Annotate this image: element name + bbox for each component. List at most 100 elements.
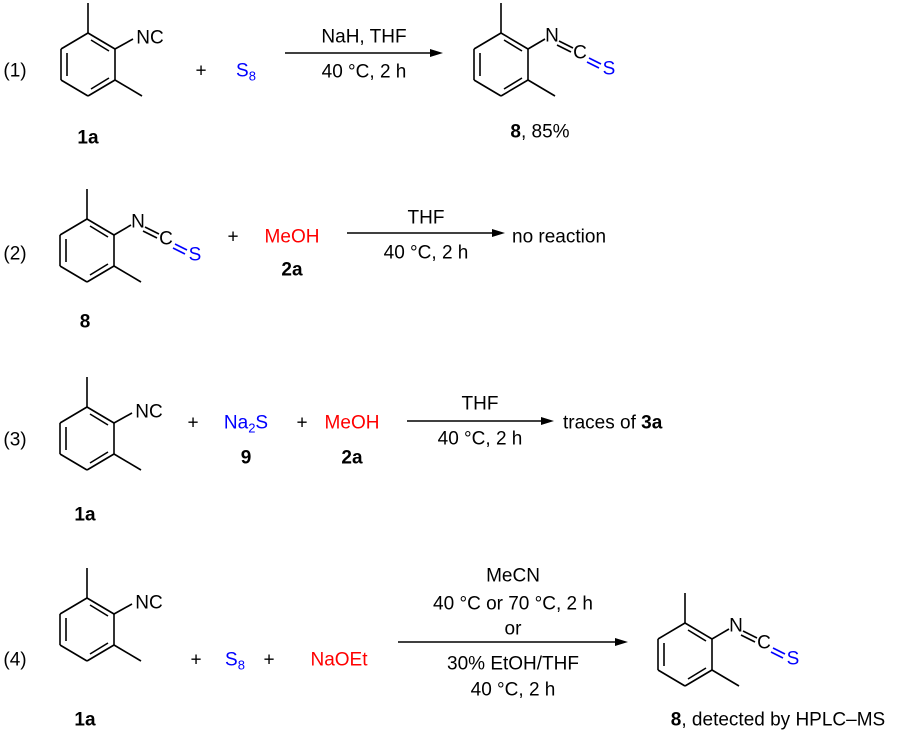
isothiocyanate-structure: NCS [59, 189, 202, 283]
condition-above: THF [407, 207, 445, 229]
n-c-double-bond [556, 44, 572, 53]
c-n-bond [113, 224, 132, 236]
ring-double-bond [503, 77, 523, 90]
c-n-bond [711, 628, 730, 640]
reaction-arrow [285, 49, 443, 57]
compound-label: 1a [74, 504, 96, 526]
arrow-head [430, 49, 443, 57]
reaction-number: (3) [3, 429, 27, 451]
c-n-bond [113, 412, 133, 424]
ring-bond [86, 265, 115, 283]
n-c-double-bond [142, 230, 158, 239]
ring-bond [500, 79, 529, 97]
reagent-meoh: MeOH [324, 412, 380, 434]
ring-double-bond [89, 642, 109, 655]
nc-group-label: NC [135, 402, 162, 423]
condition-above: THF [461, 393, 499, 415]
isocyanide-structure: NC [59, 568, 163, 662]
c-n-bond [527, 38, 546, 50]
condition-above: or [504, 618, 522, 640]
reaction-arrow [398, 638, 628, 646]
n-c-double-bond [742, 630, 758, 639]
c-atom-label: C [757, 633, 771, 654]
c-s-double-bond [174, 243, 188, 251]
reaction-number: (2) [3, 243, 27, 265]
compound-label: 2a [281, 259, 303, 281]
condition-below: 40 °C, 2 h [383, 242, 469, 264]
ring-bond [59, 265, 88, 283]
c-s-double-bond [770, 651, 784, 659]
nc-group-label: NC [136, 28, 163, 49]
n-atom-label: N [545, 26, 559, 47]
ring-bond [657, 669, 686, 687]
methyl-bond [113, 453, 142, 471]
c-atom-label: C [159, 229, 173, 250]
compound-label: 9 [240, 447, 252, 469]
product-label: 8, detected by HPLC–MS [670, 709, 886, 731]
ring-bond [500, 32, 529, 50]
ring-double-bond [89, 604, 109, 617]
c-s-double-bond [772, 647, 786, 655]
n-atom-label: N [131, 212, 145, 233]
isocyanide-structure: NC [60, 3, 164, 97]
reaction-number: (1) [3, 60, 27, 82]
reagent-s8: S8 [236, 60, 256, 84]
plus-sign: + [227, 226, 239, 248]
plus-sign: + [190, 649, 202, 671]
condition-above: MeCN [486, 565, 540, 587]
arrow-head [492, 229, 505, 237]
s-atom-label: S [189, 245, 202, 266]
condition-below: 40 °C, 2 h [470, 679, 556, 701]
ring-bond [86, 597, 115, 615]
c-s-double-bond [586, 61, 600, 69]
ring-bond [684, 669, 713, 687]
plus-sign: + [187, 412, 199, 434]
ring-bond [59, 406, 88, 424]
c-n-bond [113, 603, 133, 615]
ring-bond [86, 644, 115, 662]
s-atom-label: S [603, 59, 616, 80]
n-c-double-bond [740, 634, 756, 643]
ring-double-bond [89, 451, 109, 464]
ring-bond [59, 597, 88, 615]
ring-double-bond [89, 225, 109, 238]
outcome-text: no reaction [512, 226, 607, 248]
reagent-na2s: Na2S [223, 412, 269, 436]
compound-label: 8 [79, 311, 91, 333]
isocyanide-structure: NC [59, 377, 163, 471]
ring-double-bond [687, 667, 707, 680]
condition-below: 40 °C, 2 h [321, 61, 407, 83]
ring-bond [86, 406, 115, 424]
ring-bond [60, 79, 89, 97]
ring-double-bond [503, 39, 523, 52]
compound-label: 1a [74, 709, 96, 731]
ring-bond [59, 644, 88, 662]
reagent-meoh: MeOH [264, 226, 320, 248]
ring-bond [684, 622, 713, 640]
compound-label: 2a [341, 447, 363, 469]
c-atom-label: C [573, 43, 587, 64]
reaction-arrow [347, 229, 505, 237]
arrow-head [615, 638, 628, 646]
n-c-double-bond [558, 40, 574, 49]
n-c-double-bond [144, 226, 160, 235]
condition-above: 40 °C or 70 °C, 2 h [433, 593, 593, 615]
nc-group-label: NC [135, 593, 162, 614]
compound-label: 1a [77, 127, 99, 149]
c-n-bond [114, 38, 134, 50]
ring-bond [86, 453, 115, 471]
reaction-arrow [407, 417, 554, 425]
ring-double-bond [687, 629, 707, 642]
ring-bond [657, 622, 686, 640]
methyl-bond [527, 79, 556, 97]
c-s-double-bond [172, 247, 186, 255]
ring-double-bond [90, 77, 110, 90]
reagent-s8: S8 [225, 649, 245, 673]
ring-bond [59, 218, 88, 236]
ring-bond [59, 453, 88, 471]
plus-sign: + [296, 412, 308, 434]
ring-double-bond [89, 263, 109, 276]
ring-bond [87, 32, 116, 50]
